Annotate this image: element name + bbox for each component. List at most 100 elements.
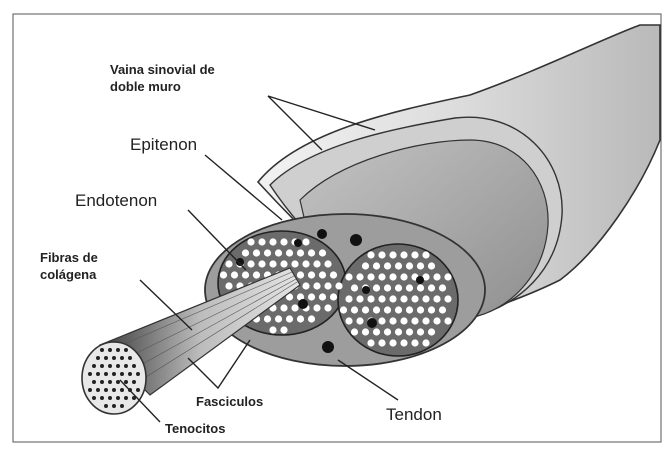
collagen-fiber-dot bbox=[378, 273, 385, 280]
collagen-fiber-dot bbox=[324, 260, 331, 267]
collagen-fiber-dot bbox=[367, 295, 374, 302]
collagen-fiber-dot bbox=[406, 284, 413, 291]
collagen-fiber-dot bbox=[264, 249, 271, 256]
collagen-fiber-dot bbox=[389, 251, 396, 258]
collagen-fiber-dot bbox=[389, 317, 396, 324]
collagen-fiber-dot bbox=[444, 317, 451, 324]
collagen-fiber-dot bbox=[136, 388, 140, 392]
collagen-fiber-dot bbox=[112, 404, 116, 408]
collagen-fiber-dot bbox=[411, 295, 418, 302]
collagen-fiber-dot bbox=[92, 364, 96, 368]
collagen-fiber-dot bbox=[313, 304, 320, 311]
collagen-fiber-dot bbox=[242, 249, 249, 256]
collagen-fiber-dot bbox=[395, 306, 402, 313]
collagen-fiber-dot bbox=[136, 372, 140, 376]
collagen-fiber-dot bbox=[428, 262, 435, 269]
tenocyte-cell bbox=[350, 234, 362, 246]
collagen-fiber-dot bbox=[324, 304, 331, 311]
collagen-fiber-dot bbox=[308, 315, 315, 322]
collagen-fiber-dot bbox=[128, 372, 132, 376]
collagen-fiber-dot bbox=[108, 380, 112, 384]
collagen-fiber-dot bbox=[253, 249, 260, 256]
collagen-fiber-dot bbox=[411, 339, 418, 346]
tenocyte-cell bbox=[294, 239, 302, 247]
collagen-fiber-dot bbox=[124, 364, 128, 368]
collagen-fiber-dot bbox=[319, 271, 326, 278]
collagen-fiber-dot bbox=[108, 364, 112, 368]
collagen-fiber-dot bbox=[373, 306, 380, 313]
collagen-fiber-dot bbox=[112, 356, 116, 360]
collagen-fiber-dot bbox=[406, 306, 413, 313]
collagen-fiber-dot bbox=[362, 306, 369, 313]
label-fibras-line1: Fibras de bbox=[40, 250, 98, 265]
collagen-fiber-dot bbox=[280, 326, 287, 333]
collagen-fiber-dot bbox=[428, 306, 435, 313]
collagen-fiber-dot bbox=[286, 249, 293, 256]
collagen-fiber-dot bbox=[100, 396, 104, 400]
collagen-fiber-dot bbox=[104, 404, 108, 408]
collagen-fiber-dot bbox=[400, 295, 407, 302]
collagen-fiber-dot bbox=[389, 273, 396, 280]
collagen-fiber-dot bbox=[378, 317, 385, 324]
collagen-fiber-dot bbox=[444, 273, 451, 280]
collagen-fiber-dot bbox=[340, 306, 347, 313]
label-endotenon: Endotenon bbox=[75, 191, 157, 210]
collagen-fiber-dot bbox=[116, 396, 120, 400]
collagen-fiber-dot bbox=[280, 238, 287, 245]
collagen-fiber-dot bbox=[96, 356, 100, 360]
collagen-fiber-dot bbox=[389, 295, 396, 302]
label-epitenon: Epitenon bbox=[130, 135, 197, 154]
collagen-fiber-dot bbox=[225, 260, 232, 267]
collagen-fiber-dot bbox=[247, 260, 254, 267]
collagen-fiber-dot bbox=[400, 317, 407, 324]
collagen-fiber-dot bbox=[384, 284, 391, 291]
collagen-fiber-dot bbox=[362, 328, 369, 335]
collagen-fiber-dot bbox=[104, 372, 108, 376]
collagen-fiber-dot bbox=[384, 306, 391, 313]
collagen-fiber-dot bbox=[351, 328, 358, 335]
collagen-fiber-dot bbox=[319, 249, 326, 256]
collagen-fiber-dot bbox=[378, 339, 385, 346]
collagen-fiber-dot bbox=[439, 284, 446, 291]
collagen-fiber-dot bbox=[132, 380, 136, 384]
collagen-fiber-dot bbox=[395, 262, 402, 269]
collagen-fiber-dot bbox=[258, 238, 265, 245]
collagen-fiber-dot bbox=[120, 356, 124, 360]
collagen-fiber-dot bbox=[330, 271, 337, 278]
collagen-fiber-dot bbox=[302, 282, 309, 289]
collagen-fiber-dot bbox=[88, 388, 92, 392]
collagen-fiber-dot bbox=[411, 251, 418, 258]
collagen-fiber-dot bbox=[297, 271, 304, 278]
collagen-fiber-dot bbox=[269, 238, 276, 245]
label-vaina-line2: doble muro bbox=[110, 79, 181, 94]
collagen-fiber-dot bbox=[280, 304, 287, 311]
collagen-fiber-dot bbox=[100, 364, 104, 368]
collagen-fiber-dot bbox=[112, 372, 116, 376]
collagen-fiber-dot bbox=[367, 273, 374, 280]
collagen-fiber-dot bbox=[297, 315, 304, 322]
collagen-fiber-dot bbox=[417, 328, 424, 335]
collagen-fiber-dot bbox=[302, 238, 309, 245]
collagen-fiber-dot bbox=[330, 293, 337, 300]
collagen-fiber-dot bbox=[124, 348, 128, 352]
collagen-fiber-dot bbox=[367, 251, 374, 258]
collagen-fiber-dot bbox=[373, 328, 380, 335]
collagen-fiber-dot bbox=[269, 260, 276, 267]
collagen-fiber-dot bbox=[400, 273, 407, 280]
collagen-fiber-dot bbox=[400, 251, 407, 258]
collagen-fiber-dot bbox=[395, 328, 402, 335]
collagen-fiber-dot bbox=[92, 380, 96, 384]
label-tenocitos: Tenocitos bbox=[165, 421, 225, 436]
collagen-fiber-dot bbox=[275, 249, 282, 256]
label-vaina-line1: Vaina sinovial de bbox=[110, 62, 215, 77]
collagen-fiber-dot bbox=[373, 262, 380, 269]
collagen-fiber-dot bbox=[422, 317, 429, 324]
collagen-fiber-dot bbox=[253, 271, 260, 278]
collagen-fiber-dot bbox=[116, 364, 120, 368]
collagen-fiber-dot bbox=[417, 306, 424, 313]
label-tendon: Tendon bbox=[386, 405, 442, 424]
collagen-fiber-dot bbox=[231, 271, 238, 278]
collagen-fiber-dot bbox=[422, 339, 429, 346]
collagen-fiber-dot bbox=[275, 315, 282, 322]
